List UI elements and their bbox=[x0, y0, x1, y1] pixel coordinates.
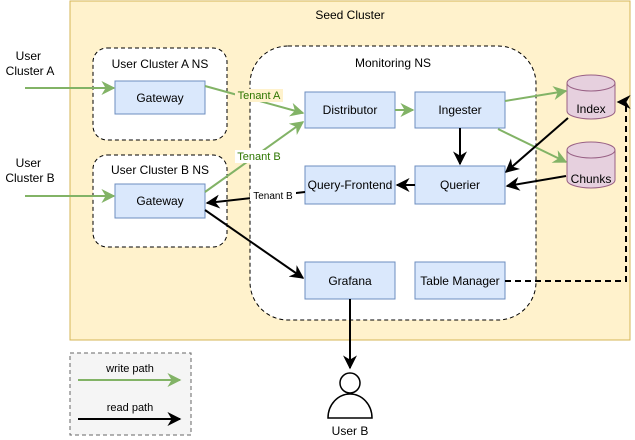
query-frontend: Query-Frontend bbox=[304, 165, 396, 205]
monitoring-ns-title: Monitoring NS bbox=[355, 56, 431, 70]
edge-gatewayb-grafana bbox=[204, 209, 305, 279]
user-b-label: User B bbox=[332, 424, 369, 438]
seed-cluster-title: Seed Cluster bbox=[315, 8, 384, 22]
legend-write-label: write path bbox=[105, 363, 154, 375]
svg-text:Ingester: Ingester bbox=[438, 103, 481, 117]
svg-text:Query-Frontend: Query-Frontend bbox=[308, 178, 393, 192]
edge-tablemanager-index bbox=[505, 95, 631, 282]
gateway-b: Gateway bbox=[114, 183, 206, 219]
user-cluster-b-ns-title: User Cluster B NS bbox=[111, 163, 209, 177]
user-cluster-b-label: User Cluster B bbox=[5, 156, 54, 185]
chunks-store-icon: Chunks bbox=[566, 141, 616, 189]
legend-read-label: read path bbox=[107, 402, 153, 414]
distributor: Distributor bbox=[304, 91, 396, 129]
svg-text:Table Manager: Table Manager bbox=[420, 274, 499, 288]
edge-ingester-index bbox=[504, 86, 568, 102]
grafana: Grafana bbox=[304, 261, 396, 300]
ingester: Ingester bbox=[414, 91, 506, 129]
user-b-icon bbox=[327, 372, 373, 419]
gateway-a: Gateway bbox=[114, 80, 206, 115]
edge-ingester-chunks bbox=[497, 128, 568, 163]
svg-text:Gateway: Gateway bbox=[136, 91, 183, 105]
svg-text:Gateway: Gateway bbox=[136, 194, 183, 208]
index-label: Index bbox=[576, 102, 605, 116]
querier: Querier bbox=[414, 165, 506, 205]
table-manager: Table Manager bbox=[414, 261, 506, 300]
user-cluster-a-label: User Cluster A bbox=[6, 49, 55, 78]
svg-text:Distributor: Distributor bbox=[323, 103, 378, 117]
user-cluster-a-ns-title: User Cluster A NS bbox=[112, 57, 209, 71]
chunks-label: Chunks bbox=[571, 172, 612, 186]
edge-index-querier bbox=[504, 117, 569, 173]
svg-text:Grafana: Grafana bbox=[328, 274, 372, 288]
svg-text:Querier: Querier bbox=[440, 178, 480, 192]
index-store-icon: Index bbox=[566, 74, 616, 120]
edge-chunks-querier bbox=[505, 175, 567, 191]
tenant-b-write-label: Tenant B bbox=[237, 151, 280, 163]
tenant-b-read-label: Tenant B bbox=[253, 191, 293, 202]
tenant-a-label: Tenant A bbox=[238, 90, 281, 102]
